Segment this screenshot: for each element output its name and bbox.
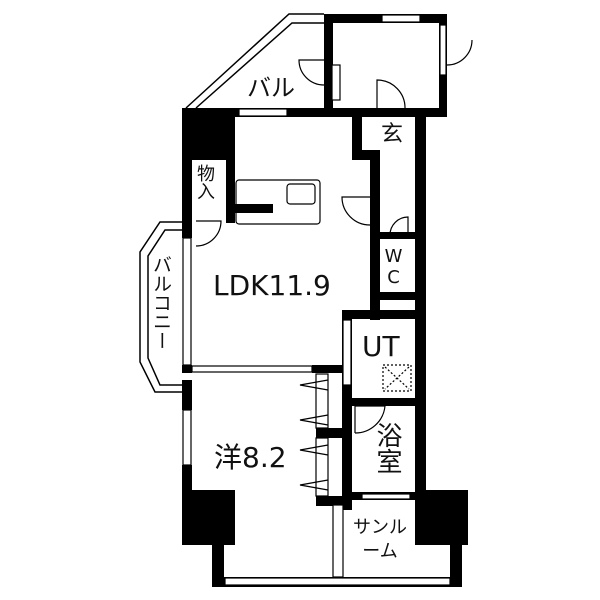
bathroom-label: 浴室 bbox=[372, 422, 402, 474]
balcony-top-label: バル bbox=[247, 74, 295, 102]
doors bbox=[195, 39, 473, 497]
wc-label: WC bbox=[383, 246, 404, 288]
windows bbox=[182, 14, 451, 586]
utility-label: UT bbox=[362, 330, 400, 363]
balcony-left-label: バルコニー bbox=[150, 255, 172, 350]
balcony-rails bbox=[139, 13, 324, 393]
storage-label: 物入 bbox=[194, 164, 215, 200]
western-room-label: 洋8.2 bbox=[214, 441, 287, 474]
ldk-label: LDK11.9 bbox=[213, 269, 331, 302]
sunroom-label: サンルーム bbox=[353, 517, 407, 563]
entrance-label: 玄 bbox=[381, 122, 404, 147]
